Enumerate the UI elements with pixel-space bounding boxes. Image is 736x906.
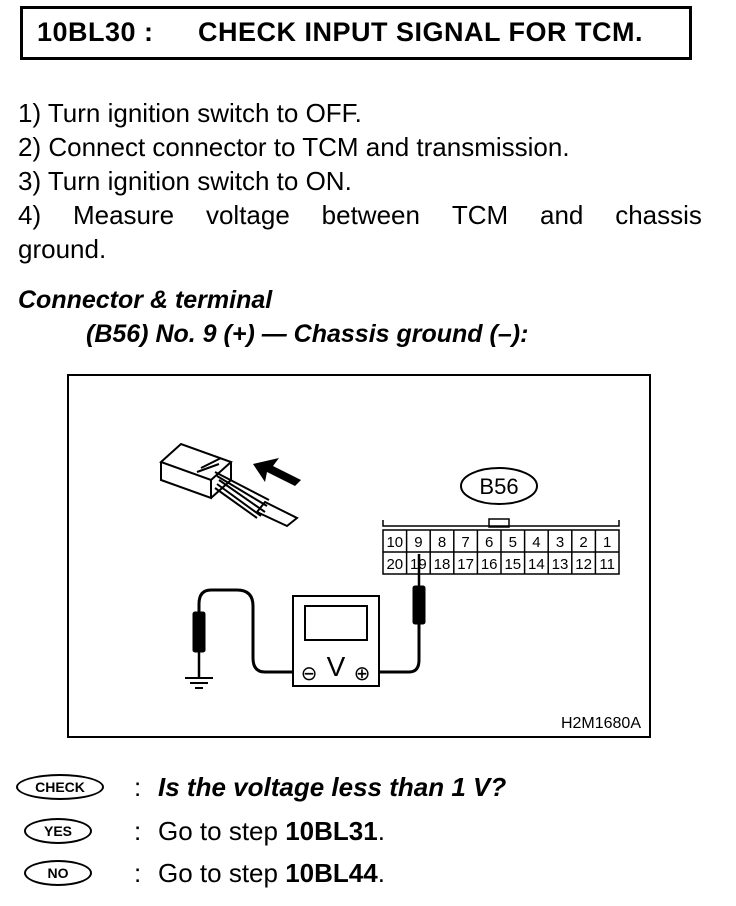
step-4-word: voltage <box>205 200 290 230</box>
probe-tips <box>192 554 426 678</box>
yes-action-suffix: . <box>377 816 385 846</box>
check-question: Is the voltage less than 1 V? <box>158 772 507 802</box>
colon: : <box>134 772 142 802</box>
step-4-word: TCM <box>451 200 509 230</box>
bottom-terminal-18: 18 <box>434 556 451 573</box>
yes-step-link[interactable]: 10BL31 <box>285 816 378 846</box>
no-action-suffix: . <box>377 858 385 888</box>
bottom-terminal-16: 16 <box>481 556 498 573</box>
step-2: 2) Connect connector to TCM and transmis… <box>18 132 570 162</box>
no-row: NO : Go to step 10BL44. <box>16 856 716 892</box>
arrow-icon <box>253 458 301 486</box>
top-terminal-2: 2 <box>579 534 587 551</box>
colon: : <box>134 858 142 888</box>
top-terminal-3: 3 <box>556 534 564 551</box>
voltmeter <box>292 595 380 687</box>
yes-action: Go to step 10BL31. <box>158 816 385 847</box>
no-action: Go to step 10BL44. <box>158 858 385 889</box>
connector-label: B56 <box>479 474 518 499</box>
connector-label-oval <box>460 467 538 505</box>
top-terminal-5: 5 <box>509 534 517 551</box>
probe-leads <box>197 588 421 674</box>
yes-badge: YES <box>24 818 92 844</box>
bottom-terminal-20: 20 <box>386 556 403 573</box>
ground-icon <box>185 677 213 689</box>
top-terminal-7: 7 <box>461 534 469 551</box>
connector-sketch <box>159 442 299 528</box>
top-terminal-6: 6 <box>485 534 493 551</box>
bottom-terminal-11: 11 <box>599 556 615 573</box>
top-terminal-9: 9 <box>414 534 422 551</box>
top-terminal-10: 10 <box>386 534 403 551</box>
terminal-spec: (B56) No. 9 (+) — Chassis ground (–): <box>86 320 529 348</box>
step-4-continuation: ground. <box>18 234 107 264</box>
meter-minus-icon: ⊖ <box>301 661 318 685</box>
check-badge: CHECK <box>16 774 104 800</box>
bottom-terminal-17: 17 <box>457 556 474 573</box>
top-terminal-8: 8 <box>438 534 446 551</box>
step-4-word: 4) <box>18 200 42 230</box>
connector-heading: Connector & terminal <box>18 286 273 314</box>
step-4-word: Measure <box>72 200 175 230</box>
step-4-word: chassis <box>615 200 702 230</box>
yes-row: YES : Go to step 10BL31. <box>16 814 716 850</box>
check-row: CHECK : Is the voltage less than 1 V? <box>16 770 716 806</box>
procedure-steps: 1) Turn ignition switch to OFF. 2) Conne… <box>18 96 702 266</box>
step-code: 10BL30 : <box>37 17 154 47</box>
terminal-row-bottom: 20191817161514131211 <box>386 552 615 574</box>
step-title: CHECK INPUT SIGNAL FOR TCM. <box>198 17 643 47</box>
step-3: 3) Turn ignition switch to ON. <box>18 166 352 196</box>
no-action-prefix: Go to step <box>158 858 286 888</box>
bottom-terminal-12: 12 <box>575 556 592 573</box>
step-1: 1) Turn ignition switch to OFF. <box>18 98 362 128</box>
top-terminal-4: 4 <box>532 534 540 551</box>
colon: : <box>134 816 142 846</box>
no-step-link[interactable]: 10BL44 <box>285 858 378 888</box>
yes-action-prefix: Go to step <box>158 816 286 846</box>
bottom-terminal-13: 13 <box>552 556 569 573</box>
bottom-terminal-14: 14 <box>528 556 545 573</box>
bottom-terminal-15: 15 <box>504 556 521 573</box>
no-badge: NO <box>24 860 92 886</box>
step-4-word: and <box>539 200 584 230</box>
top-terminal-1: 1 <box>603 534 611 551</box>
meter-label: V <box>327 651 346 682</box>
step-4: 4) Measure voltage between TCM and chass… <box>18 198 702 232</box>
title-box: 10BL30 : CHECK INPUT SIGNAL FOR TCM. <box>20 6 692 60</box>
figure-id: H2M1680A <box>561 715 641 732</box>
meter-plus-icon: ⊕ <box>354 661 371 685</box>
step-4-word: between <box>321 200 420 230</box>
